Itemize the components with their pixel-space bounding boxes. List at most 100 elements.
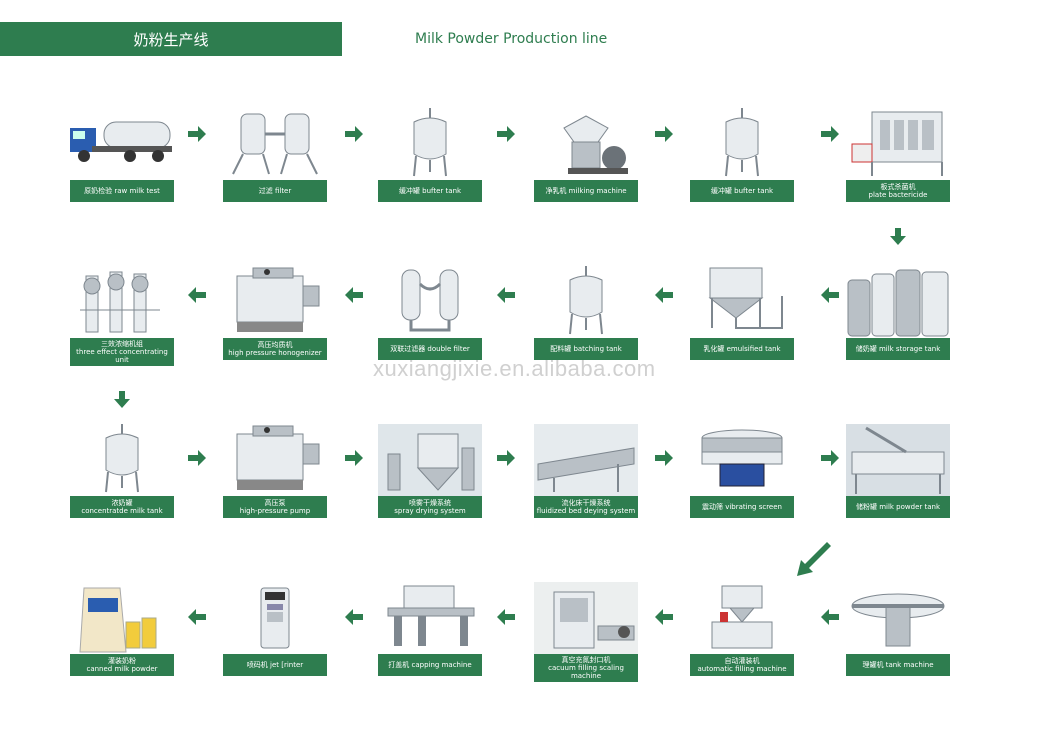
process-step-s9: 配料罐 batching tank: [534, 266, 638, 360]
step-label: 原奶检验 raw milk test: [70, 180, 174, 202]
step-label-line1: 双联过滤器 double filter: [390, 345, 470, 353]
process-step-s10: 双联过滤器 double filter: [378, 266, 482, 360]
flow-arrow-diagonal-icon: [795, 540, 833, 578]
filler-icon: [690, 582, 794, 654]
step-label: 缓冲罐 bufter tank: [690, 180, 794, 202]
step-label: 乳化罐 emulsified tank: [690, 338, 794, 360]
tank-icon: [378, 108, 482, 180]
flow-arrow-left-icon: [186, 285, 208, 305]
header-title-cn: 奶粉生产线: [133, 30, 209, 49]
step-label-line1: 净乳机 milking machine: [545, 187, 627, 195]
flow-arrow-right-icon: [653, 124, 675, 144]
step-label-line1: 高压泵: [264, 499, 286, 507]
flow-arrow-right-icon: [186, 448, 208, 468]
homogenizer-icon: [223, 266, 327, 338]
flow-arrow-left-icon: [819, 607, 841, 627]
step-label-line1: 原奶检验 raw milk test: [84, 187, 160, 195]
double-filter-icon: [378, 266, 482, 338]
step-label-line2: spray drying system: [394, 507, 466, 515]
step-label-line1: 板式杀菌机: [880, 183, 916, 191]
step-label: 打盖机 capping machine: [378, 654, 482, 676]
step-label: 储粉罐 milk powder tank: [846, 496, 950, 518]
powder-tank-icon: [846, 424, 950, 496]
step-label: 理罐机 tank machine: [846, 654, 950, 676]
tank-icon: [70, 424, 174, 496]
step-label-line1: 喷码机 jet [rinter: [246, 661, 304, 669]
tank-icon: [690, 108, 794, 180]
process-step-s5: 缓冲罐 bufter tank: [690, 108, 794, 202]
step-label-line1: 真空充氮封口机: [561, 656, 611, 664]
flow-arrow-left-icon: [653, 285, 675, 305]
step-label-line1: 三效浓缩机组: [101, 340, 143, 348]
step-label-line2: canned milk powder: [86, 665, 158, 673]
step-label-line2: cacuum filling scaling machine: [548, 664, 624, 680]
flow-arrow-left-icon: [186, 607, 208, 627]
flow-arrow-right-icon: [819, 124, 841, 144]
separator-icon: [534, 108, 638, 180]
milk-cans-icon: [70, 582, 174, 654]
step-label-line1: 乳化罐 emulsified tank: [703, 345, 781, 353]
filter-icon: [223, 108, 327, 180]
flow-arrow-left-icon: [819, 285, 841, 305]
flow-arrow-right-icon: [819, 448, 841, 468]
tank-icon: [534, 266, 638, 338]
fluid-bed-icon: [534, 424, 638, 496]
flow-arrow-right-icon: [343, 448, 365, 468]
plate-sterilizer-icon: [846, 108, 950, 180]
process-step-s1: 原奶检验 raw milk test: [70, 108, 174, 202]
flow-arrow-right-icon: [343, 124, 365, 144]
process-step-s7: 储奶罐 milk storage tank: [846, 266, 950, 360]
step-label-line2: automatic filling machine: [697, 665, 787, 673]
step-label-line2: concentratde milk tank: [81, 507, 163, 515]
step-label-line2: fluidized bed deying system: [536, 507, 636, 515]
process-step-s18: 储粉罐 milk powder tank: [846, 424, 950, 518]
step-label-line1: 打盖机 capping machine: [388, 661, 472, 669]
step-label: 过滤 filter: [223, 180, 327, 202]
jet-printer-icon: [223, 582, 327, 654]
flow-arrow-down-icon: [112, 389, 134, 409]
process-step-s22: 打盖机 capping machine: [378, 582, 482, 676]
step-label-line1: 储奶罐 milk storage tank: [855, 345, 941, 353]
storage-tanks-icon: [846, 266, 950, 338]
step-label-line1: 理罐机 tank machine: [862, 661, 934, 669]
flow-arrow-left-icon: [495, 607, 517, 627]
step-label-line1: 缓冲罐 bufter tank: [710, 187, 774, 195]
flow-arrow-right-icon: [653, 448, 675, 468]
process-step-s17: 震动筛 vibrating screen: [690, 424, 794, 518]
emulsify-tank-icon: [690, 266, 794, 338]
step-label-line2: three effect concentrating unit: [76, 348, 168, 364]
step-label-line1: 浓奶罐: [111, 499, 133, 507]
capper-icon: [378, 582, 482, 654]
milk-truck-icon: [70, 108, 174, 180]
step-label-line1: 自动灌装机: [724, 657, 760, 665]
flow-arrow-right-icon: [495, 448, 517, 468]
step-label-line1: 配料罐 batching tank: [550, 345, 622, 353]
evaporator-icon: [70, 266, 174, 338]
watermark: xuxiangjixie.en.alibaba.com: [373, 356, 656, 381]
step-label: 双联过滤器 double filter: [378, 338, 482, 360]
step-label: 震动筛 vibrating screen: [690, 496, 794, 518]
step-label: 储奶罐 milk storage tank: [846, 338, 950, 360]
step-label-line1: 缓冲罐 bufter tank: [398, 187, 462, 195]
step-label: 喷码机 jet [rinter: [223, 654, 327, 676]
flow-arrow-left-icon: [495, 285, 517, 305]
process-step-s3: 缓冲罐 bufter tank: [378, 108, 482, 202]
spray-dryer-icon: [378, 424, 482, 496]
step-label-line1: 高压均质机: [257, 341, 293, 349]
flow-arrow-right-icon: [495, 124, 517, 144]
step-label: 净乳机 milking machine: [534, 180, 638, 202]
